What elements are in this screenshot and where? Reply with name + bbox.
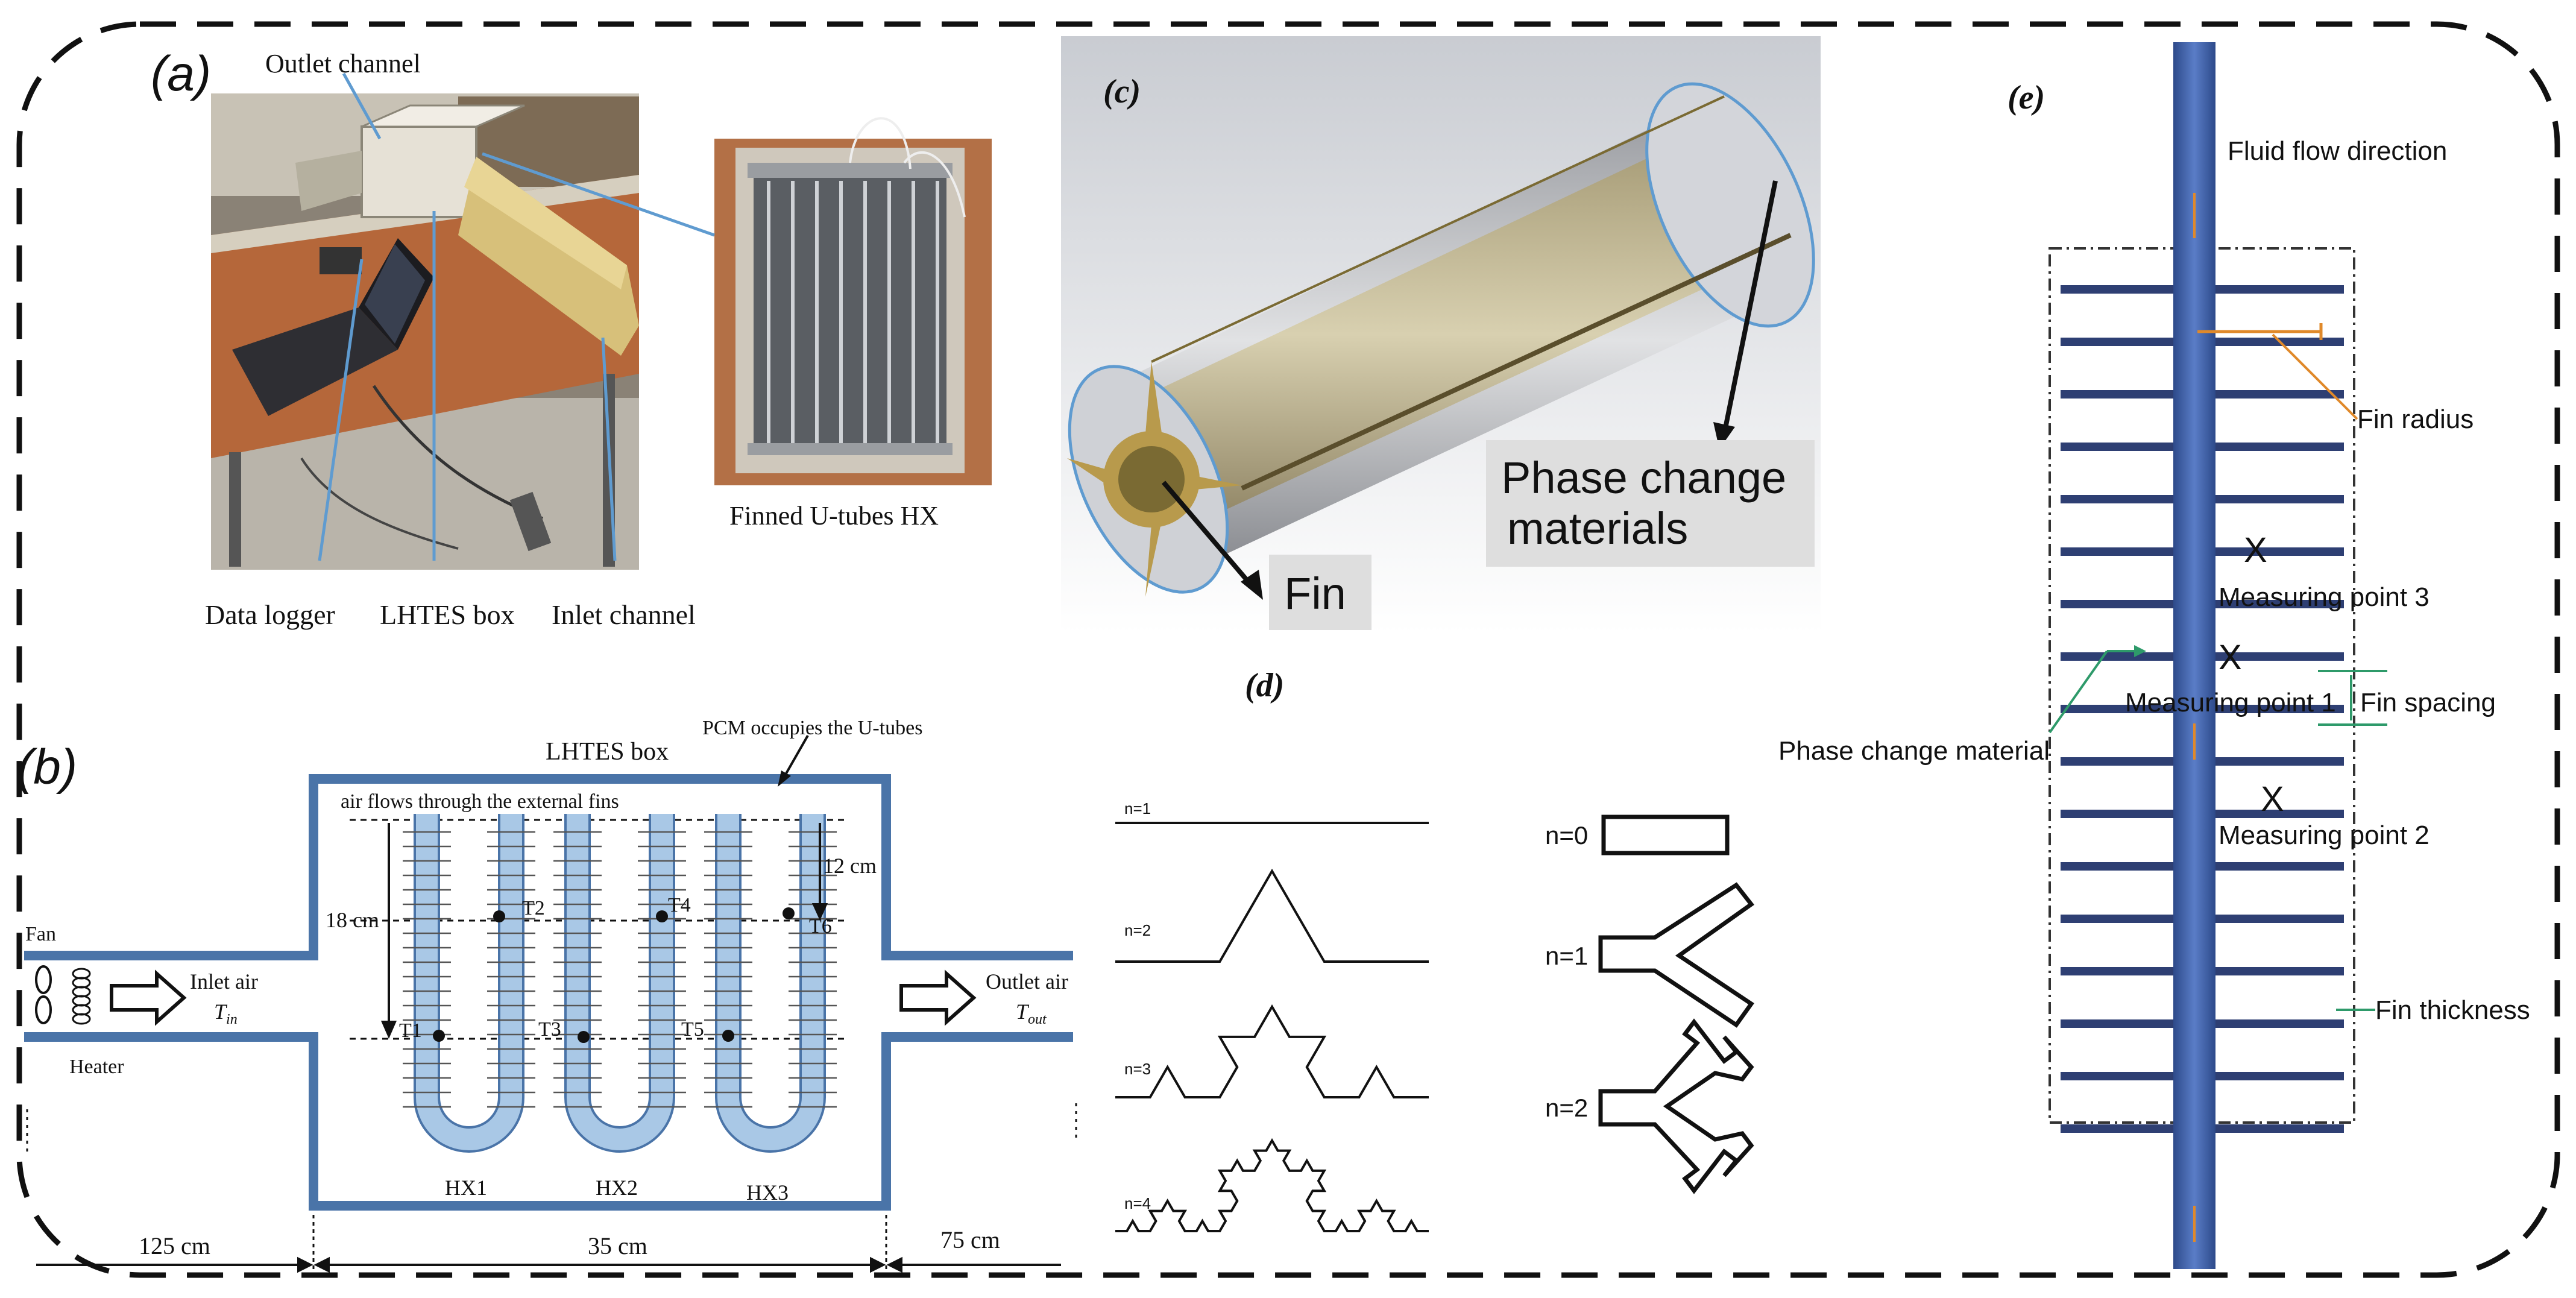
koch-label-n4: n=4 [1124,1194,1151,1212]
t4-label: T4 [668,894,691,916]
air-flows-label: air flows through the external fins [341,790,619,813]
finned-hx-photo [714,117,992,485]
panel-a-letter: (a) [151,46,211,101]
panel-c: (c) Phase change materials Fin [1061,36,1821,645]
x-mark-1: X [2219,638,2242,677]
t-in-label: Tin [214,1000,238,1027]
data-logger-label: Data logger [205,599,335,630]
tree-label-n1: n=1 [1545,942,1588,970]
fin-radius-label: Fin radius [2357,405,2474,434]
inlet-channel-label: Inlet channel [552,599,696,630]
outlet-air-label: Outlet air [986,969,1068,994]
koch-label-n3: n=3 [1124,1060,1151,1078]
fin-pointer-arrow [1161,480,1253,587]
koch-label-n1: n=1 [1124,799,1151,818]
t6-label: T6 [809,915,832,937]
fluid-flow-label: Fluid flow direction [2228,136,2447,166]
finned-cylinder [1067,82,1815,597]
pcm-label-e: Phase change material [1778,736,2050,766]
x-mark-2: X [2261,780,2284,819]
panel-a: (a) [121,36,1025,651]
inlet-arrow-icon [110,969,187,1026]
pcm-label-line2: materials [1507,503,1688,553]
koch-curves [1115,822,1429,1232]
dim-35-label: 35 cm [588,1232,647,1259]
panel-e-letter: (e) [2008,79,2045,116]
lhtes-box-label: LHTES box [380,599,515,630]
panel-d-letter: (d) [1245,667,1284,704]
panel-b-letter: (b) [17,740,77,795]
panel-a-callouts [318,72,715,561]
pcm-occupies-label: PCM occupies the U-tubes [702,717,922,739]
outlet-arrow-icon [899,969,977,1026]
t3-label: T3 [538,1018,561,1041]
measuring-point-1-label: Measuring point 1 [2125,688,2336,717]
hx2-label: HX2 [596,1176,638,1200]
tree-label-n0: n=0 [1545,821,1588,849]
fan-icon [35,965,52,1024]
lhtes-box-title: LHTES box [546,738,669,766]
pcm-label-line1: Phase change [1501,453,1786,503]
dim-75-label: 75 cm [940,1226,1000,1253]
external-fins [403,831,837,1108]
t1-label: T1 [399,1019,422,1042]
panel-b: (b) [0,693,1085,1284]
finned-hx-label: Finned U-tubes HX [729,501,939,531]
u-tubes [414,814,826,1153]
fin-thickness-label: Fin thickness [2375,995,2530,1025]
measuring-point-2-label: Measuring point 2 [2219,821,2430,850]
tree-label-n2: n=2 [1545,1094,1588,1122]
panel-c-letter: (c) [1103,73,1141,110]
dim-18-label: 18 cm [326,908,379,932]
pcm-arrow [783,735,809,778]
t5-label: T5 [681,1018,704,1041]
pcm-pointer-arrow [1722,180,1778,435]
dim-12cm [811,823,828,921]
fin-label-box [1269,555,1371,630]
heater-label: Heater [69,1056,124,1078]
fin-spacing-label: Fin spacing [2360,688,2496,717]
panel-e: (e) Fluid flow direction Fin radiu [1772,42,2530,1272]
panel-d: (d) n=1 n=2 n=3 n=4 n=0 n=1 n=2 [1103,657,1845,1272]
pipe [2173,42,2215,1269]
t2-label: T2 [522,897,545,919]
dim-125-label: 125 cm [139,1232,210,1259]
outlet-channel-label: Outlet channel [265,49,421,78]
bottom-dimensions [26,1103,1077,1275]
fan-label: Fan [25,923,56,945]
dim-18cm [380,823,397,1039]
inlet-air-label: Inlet air [190,969,258,994]
koch-label-n2: n=2 [1124,921,1151,939]
measuring-point-3-label: Measuring point 3 [2219,582,2430,612]
hx3-label: HX3 [746,1180,789,1205]
t-out-label: Tout [1016,1000,1047,1027]
tree-fins [1598,814,1755,1194]
pcm-label-box [1486,440,1815,567]
rig-photo [211,93,639,570]
heater-icon [72,968,91,1025]
dim-12-label: 12 cm [823,854,877,878]
sensor-dots [433,907,795,1043]
fin-label: Fin [1284,569,1346,619]
hx1-label: HX1 [445,1176,487,1200]
x-mark-3: X [2244,531,2267,570]
pcm-pointer [2049,650,2108,734]
duct-outline [24,774,1073,1211]
fin-spacing-marker [2318,670,2387,726]
